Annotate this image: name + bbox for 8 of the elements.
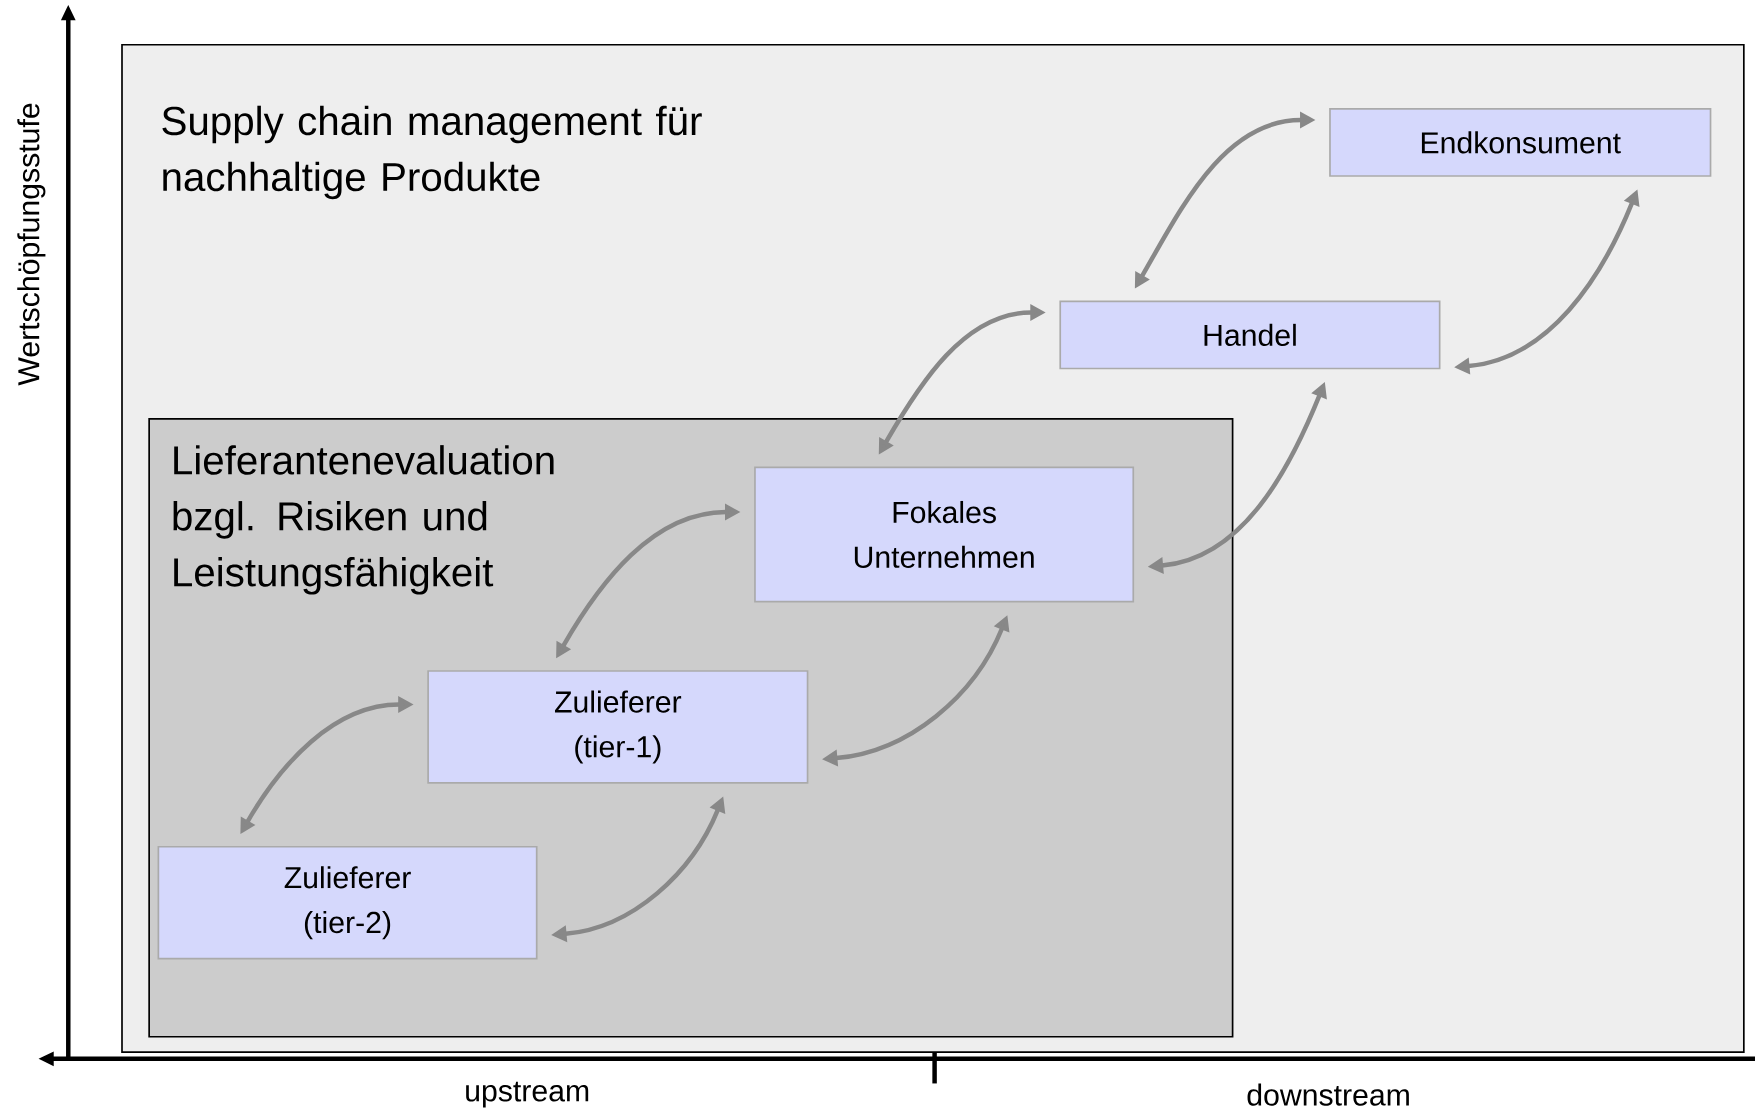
axis-label: Wertschöpfungsstufe bbox=[17, 103, 46, 386]
process-box: Handel bbox=[1059, 300, 1441, 370]
process-box: Zulieferer (tier-1) bbox=[427, 670, 809, 784]
process-box: Zulieferer (tier-2) bbox=[157, 846, 538, 960]
axis-label: downstream bbox=[1247, 1083, 1409, 1106]
process-box: Endkonsument bbox=[1329, 108, 1712, 178]
process-box: Fokales Unternehmen bbox=[754, 466, 1135, 603]
axis-label: upstream bbox=[466, 1081, 589, 1108]
